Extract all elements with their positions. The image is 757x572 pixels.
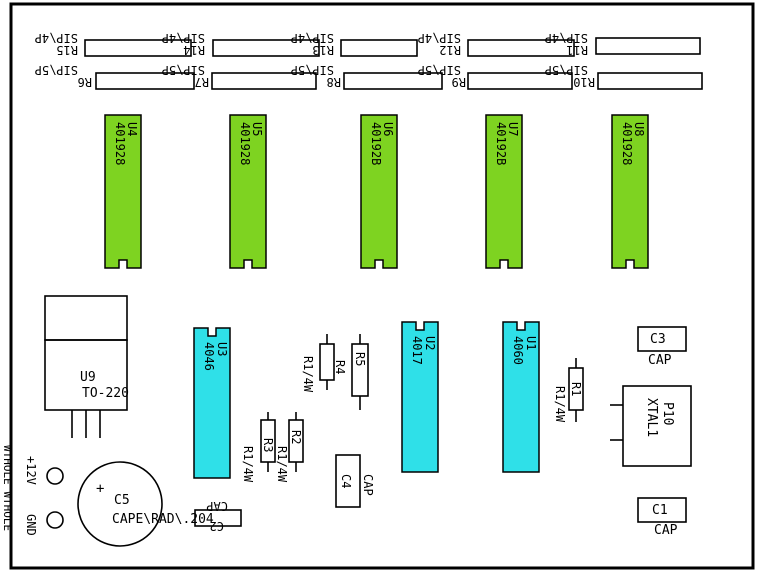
resistor-r4-ref: R4 — [333, 360, 347, 374]
resistor-r1-label: R1/4W — [553, 386, 567, 423]
ic-u3-part: 4046 — [202, 342, 216, 371]
sip-r11 — [595, 37, 701, 55]
sip-top-label-3: SIP\4P — [291, 31, 334, 45]
sip-mid-label-1: SIP\5P — [35, 63, 78, 77]
crystal-ref: P10 — [660, 402, 675, 425]
ic-u6-part: 40192B — [369, 122, 383, 165]
cap-flipped-ref: C2 — [210, 519, 224, 533]
regulator-ref: U9 — [80, 370, 96, 385]
ic-u3 — [193, 327, 231, 479]
cap-c5 — [77, 461, 163, 547]
sip-bottom-ref-3: R8 — [327, 75, 341, 89]
ic-u7 — [485, 114, 523, 269]
label-12v: +12V — [24, 456, 38, 485]
sip-mid-label-3: SIP\5P — [291, 63, 334, 77]
cap-c1 — [637, 497, 687, 523]
sip-top-ref-5: R11 — [566, 43, 588, 57]
board-outline — [9, 2, 755, 570]
crystal-label: XTAL1 — [644, 398, 659, 437]
sip-top-label-2: SIP\4P — [162, 31, 205, 45]
ic-u7-ref: U7 — [506, 122, 520, 136]
cap-c5-label: CAPE\RAD\.204 — [112, 512, 214, 527]
resistor-r3-ref: R3 — [261, 438, 275, 452]
cap-c1-label: CAP — [654, 523, 678, 538]
ic-u4-ref: U4 — [125, 122, 139, 136]
ic-u2-ref: U2 — [423, 336, 437, 350]
resistor-r2-label: R1/4W — [275, 446, 289, 483]
sip-r9 — [467, 72, 573, 90]
cap-flipped-label: CAP — [206, 499, 228, 513]
ic-u3-ref: U3 — [215, 342, 229, 356]
pad-12v — [46, 467, 64, 485]
ic-u8 — [611, 114, 649, 269]
cyan-ic-group — [193, 321, 540, 479]
resistor-r4-label: R1/4W — [301, 356, 315, 393]
cap-c3 — [637, 326, 687, 352]
sip-top-ref-3: R13 — [312, 43, 334, 57]
cap-c4-label: CAP — [361, 474, 375, 496]
sip-bottom-ref-1: R6 — [78, 75, 92, 89]
pad-gnd — [46, 511, 64, 529]
regulator-pkg: TO-220 — [82, 386, 129, 401]
resistor-r3-label: R1/4W — [241, 446, 255, 483]
sip-row-bottom — [95, 72, 703, 90]
resistor-r1-ref: R1 — [569, 382, 583, 396]
ic-u1 — [502, 321, 540, 473]
ic-u1-part: 4060 — [511, 336, 525, 365]
ic-u6-ref: U6 — [381, 122, 395, 136]
resistor-r5-ref: R5 — [353, 352, 367, 366]
sip-r12 — [467, 39, 575, 57]
ic-u2 — [401, 321, 439, 473]
ic-u8-ref: U8 — [632, 122, 646, 136]
ic-u5-part: 401928 — [238, 122, 252, 165]
sip-top-label-4: SIP\4P — [418, 31, 461, 45]
ic-u4 — [104, 114, 142, 269]
cap-small-flipped — [194, 509, 242, 527]
sip-r7 — [211, 72, 317, 90]
sip-top-label-1: SIP\4P — [35, 31, 78, 45]
sip-mid-label-5: SIP\5P — [545, 63, 588, 77]
sip-r6 — [95, 72, 195, 90]
cap-c4 — [335, 454, 361, 508]
ic-u6 — [360, 114, 398, 269]
sip-top-label-5: SIP\4P — [545, 31, 588, 45]
label-gnd: GND — [24, 514, 38, 536]
ic-u5 — [229, 114, 267, 269]
sip-r13 — [340, 39, 418, 57]
green-ic-row — [104, 114, 649, 269]
regulator-u9 — [44, 295, 128, 438]
ic-u7-part: 40192B — [494, 122, 508, 165]
label-wthole: WTHOLE WTHOLE — [1, 445, 14, 531]
resistor-r2-ref: R2 — [289, 430, 303, 444]
cap-c4-ref: C4 — [339, 474, 353, 488]
regulator-tab — [44, 295, 128, 341]
sip-top-ref-4: R12 — [439, 43, 461, 57]
sip-top-ref-2: R14 — [183, 43, 205, 57]
ic-u2-part: 4017 — [410, 336, 424, 365]
cap-c3-label: CAP — [648, 353, 672, 368]
sip-mid-label-2: SIP\5P — [162, 63, 205, 77]
ic-u4-part: 401928 — [113, 122, 127, 165]
sip-top-ref-1: R15 — [56, 43, 78, 57]
sip-bottom-ref-5: R10 — [573, 75, 595, 89]
resistor-r4 — [319, 343, 335, 381]
cap-c3-ref: C3 — [650, 332, 666, 347]
crystal-p10 — [622, 385, 692, 467]
sip-r15 — [84, 39, 192, 57]
cap-c5-ref: C5 — [114, 493, 130, 508]
ic-u8-part: 401928 — [620, 122, 634, 165]
sip-bottom-ref-2: R7 — [195, 75, 209, 89]
sip-mid-label-4: SIP\5P — [418, 63, 461, 77]
sip-row-top — [84, 37, 701, 57]
ic-u5-ref: U5 — [250, 122, 264, 136]
sip-r14 — [212, 39, 320, 57]
cap-c1-ref: C1 — [652, 503, 668, 518]
cap-c5-plus: + — [96, 481, 104, 497]
sip-r10 — [597, 72, 703, 90]
sip-bottom-ref-4: R9 — [452, 75, 466, 89]
ic-u1-ref: U1 — [524, 336, 538, 350]
sip-r8 — [343, 72, 443, 90]
